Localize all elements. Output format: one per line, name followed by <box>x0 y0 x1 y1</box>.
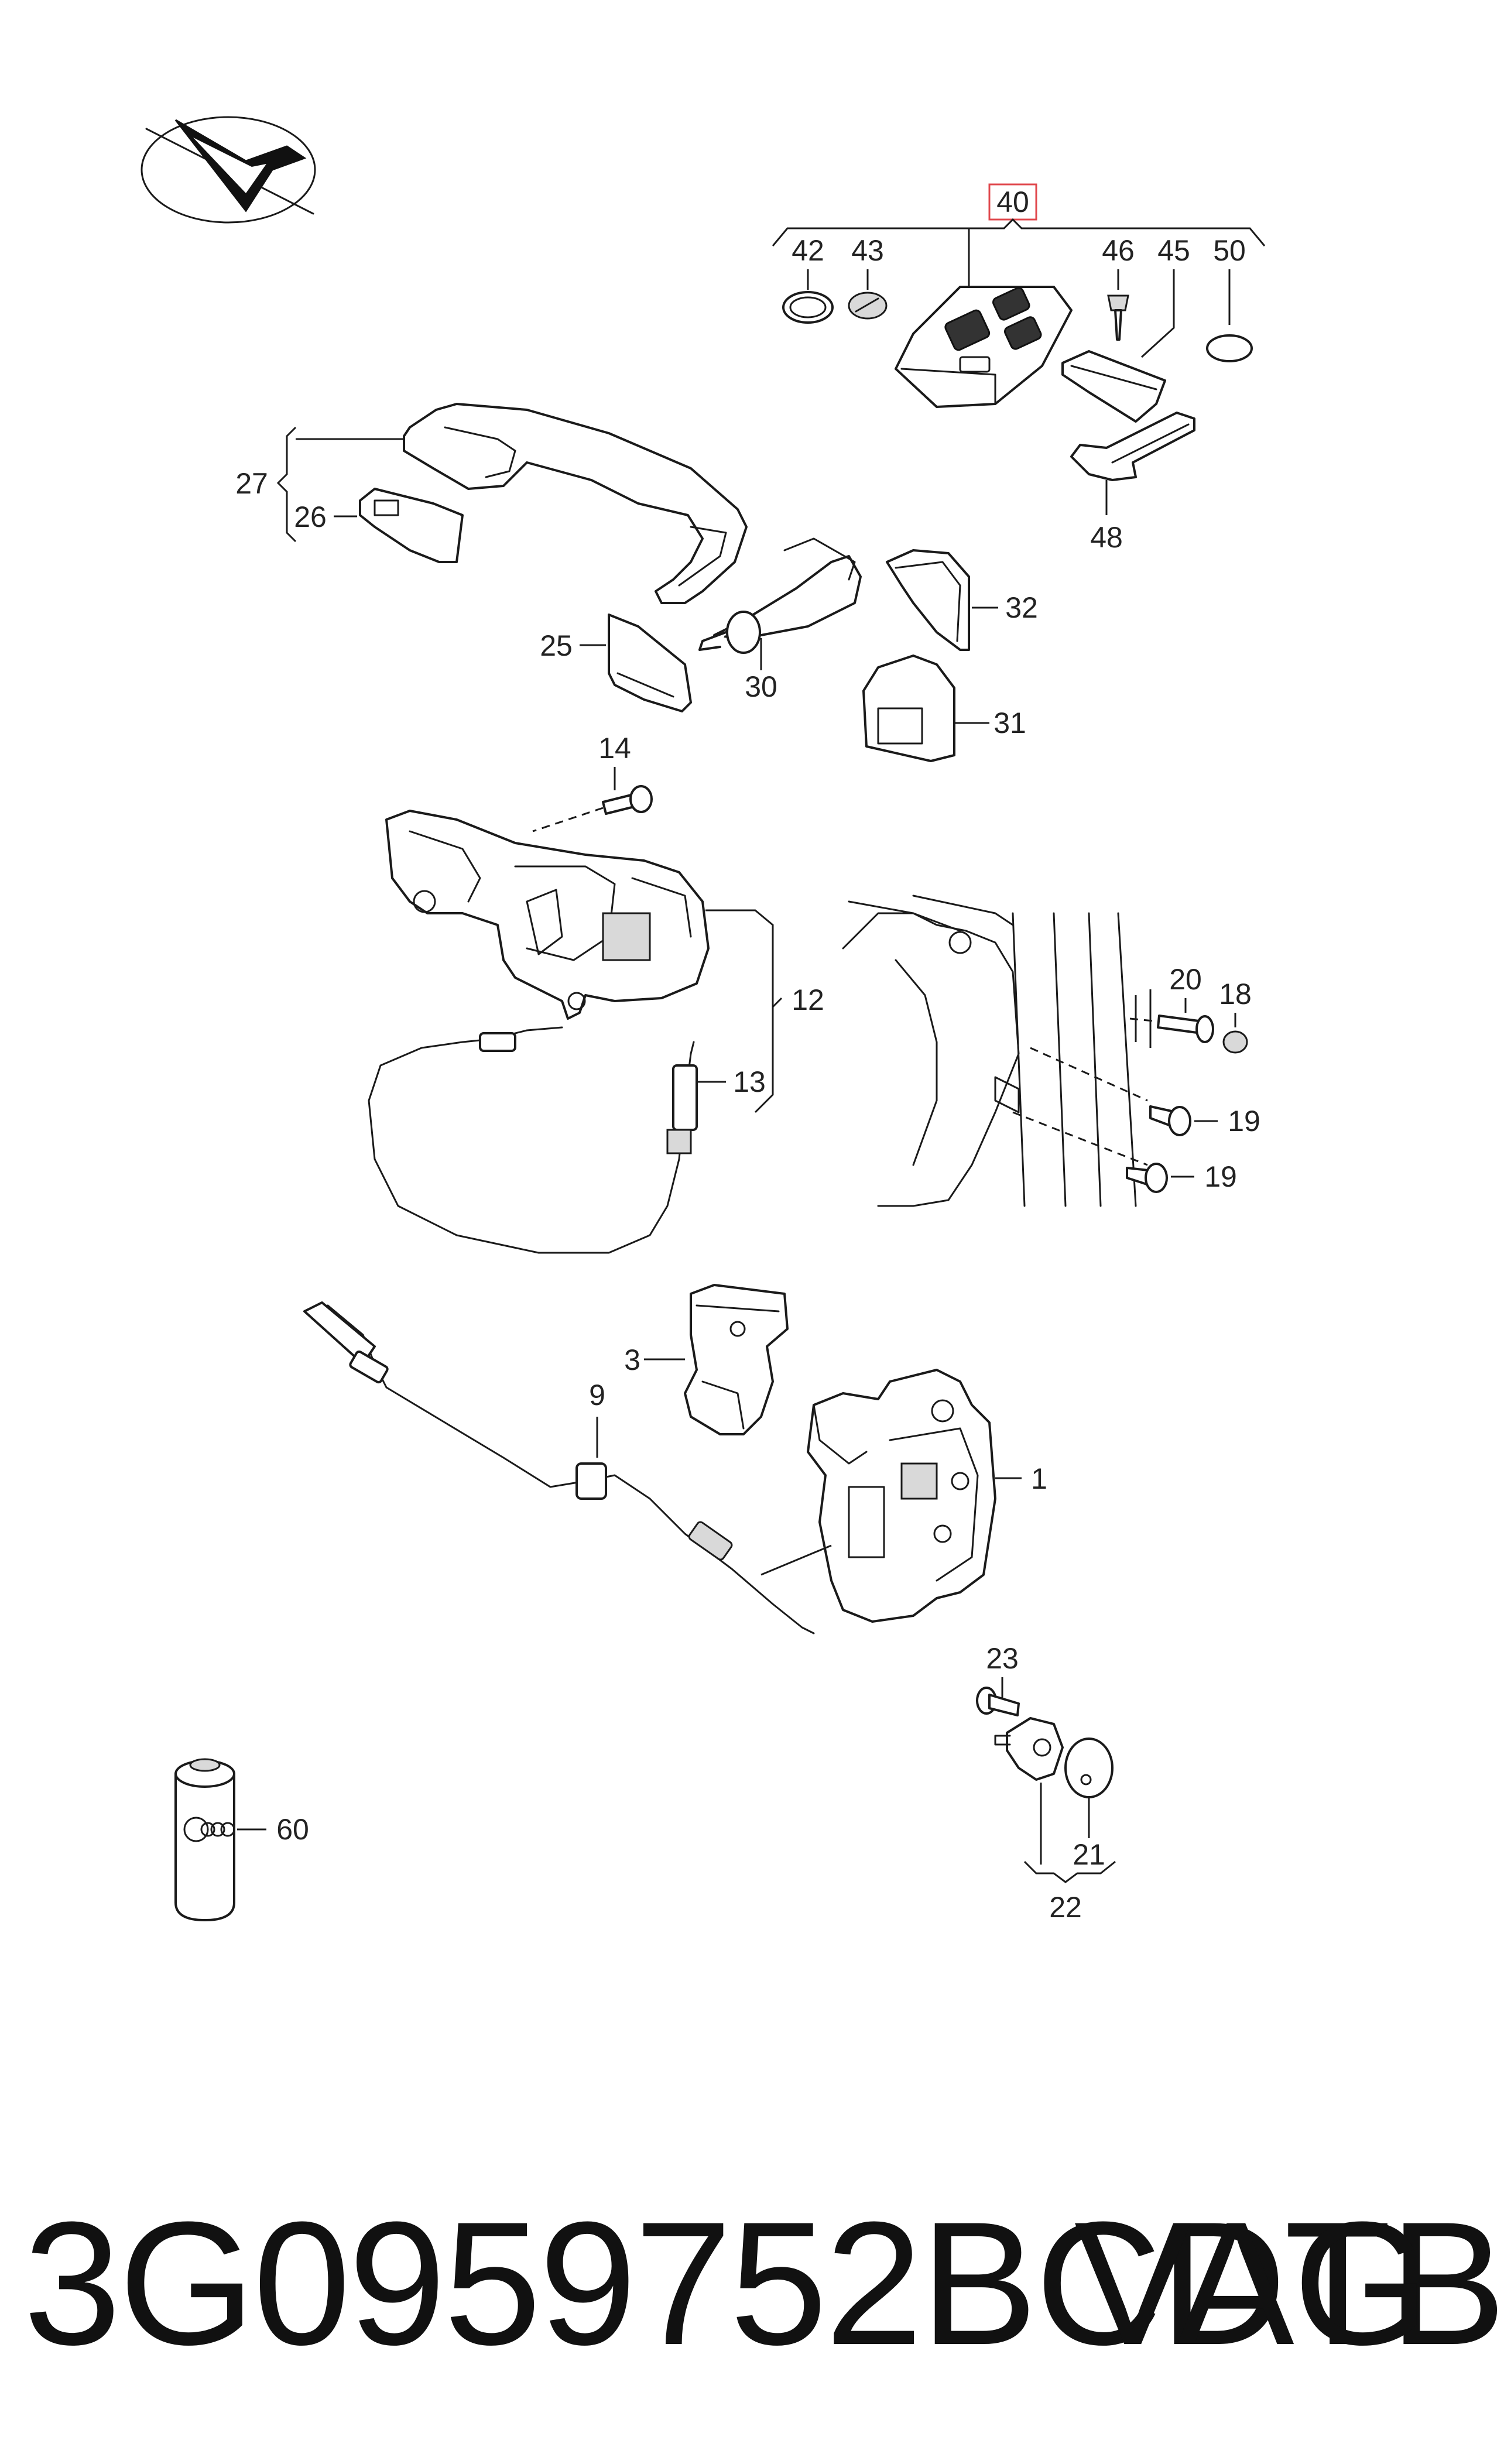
callout-42: 42 <box>792 234 824 267</box>
callout-32: 32 <box>1005 591 1038 624</box>
callout-26: 26 <box>294 501 327 533</box>
part-60-spray-can: 60 <box>174 1758 309 1921</box>
callout-43: 43 <box>851 234 884 267</box>
callout-46: 46 <box>1102 234 1135 267</box>
callout-9: 9 <box>589 1379 605 1411</box>
callout-48: 48 <box>1090 521 1123 554</box>
callout-40: 40 <box>996 186 1029 218</box>
part-9-cable: 9 <box>303 1301 815 1634</box>
part-42-ring: 42 <box>782 234 834 324</box>
part-48-key-blade: 48 <box>1070 412 1195 554</box>
logo-icon <box>141 116 316 224</box>
callout-45: 45 <box>1157 234 1190 267</box>
callout-18: 18 <box>1219 978 1252 1010</box>
part-13-cables: 13 <box>368 1026 766 1254</box>
callout-31: 31 <box>993 707 1026 739</box>
parts-diagram: 40 42 43 46 45 50 <box>141 116 1266 1924</box>
callout-1: 1 <box>1031 1462 1047 1495</box>
part-30-lock-cylinder: 30 <box>698 537 862 703</box>
part-12-handle-carrier: 12 <box>385 810 824 1113</box>
callout-12: 12 <box>792 983 824 1016</box>
callout-25: 25 <box>540 629 573 662</box>
part-25-cover-plate: 25 <box>540 614 692 712</box>
callout-30: 30 <box>745 670 777 703</box>
part-1-door-lock: 1 <box>760 1369 1047 1623</box>
part-31-cap: 31 <box>862 654 1026 762</box>
part-23-bolt: 23 <box>976 1642 1020 1716</box>
callout-3: 3 <box>624 1344 640 1376</box>
part-20-bolt: 20 <box>1129 963 1214 1043</box>
part-number: 3G0959752BCDTB <box>23 2185 1504 2381</box>
callout-60: 60 <box>276 1813 309 1846</box>
part-27-door-handle: 27 <box>235 403 748 604</box>
part-50-ring: 50 <box>1206 234 1253 362</box>
footer-code-line: 3G0959752BCDTB VAG <box>23 2178 1504 2388</box>
part-19-screw-lower: 19 <box>1126 1160 1237 1193</box>
callout-23: 23 <box>986 1642 1019 1675</box>
part-43-battery: 43 <box>848 234 888 320</box>
part-40-key-fob <box>895 286 1073 408</box>
door-frame-sketch <box>842 895 1152 1207</box>
callout-22: 22 <box>1049 1891 1082 1924</box>
part-22-striker: 21 22 <box>994 1717 1116 1924</box>
part-14-bolt: 14 <box>532 732 653 832</box>
part-46-screw: 46 <box>1102 234 1135 341</box>
callout-27: 27 <box>235 467 268 500</box>
callout-19-lower: 19 <box>1204 1160 1237 1193</box>
callout-50: 50 <box>1213 234 1246 267</box>
callout-21: 21 <box>1073 1838 1105 1871</box>
part-26-gasket: 26 <box>294 488 464 563</box>
callout-13: 13 <box>733 1065 766 1098</box>
part-19-screw-upper: 19 <box>1149 1105 1260 1137</box>
callout-14: 14 <box>598 732 631 765</box>
callout-19-upper: 19 <box>1228 1105 1260 1137</box>
part-32-cap: 32 <box>886 549 1038 651</box>
maker-name: VAG <box>1074 2185 1430 2381</box>
part-18-cap: 18 <box>1219 978 1252 1054</box>
callout-20: 20 <box>1169 963 1202 996</box>
part-3-bracket: 3 <box>624 1284 789 1435</box>
callout-40-box <box>988 183 1037 221</box>
key-set-bracket: 40 <box>772 183 1266 290</box>
part-45-key-cover: 45 <box>1061 234 1190 423</box>
